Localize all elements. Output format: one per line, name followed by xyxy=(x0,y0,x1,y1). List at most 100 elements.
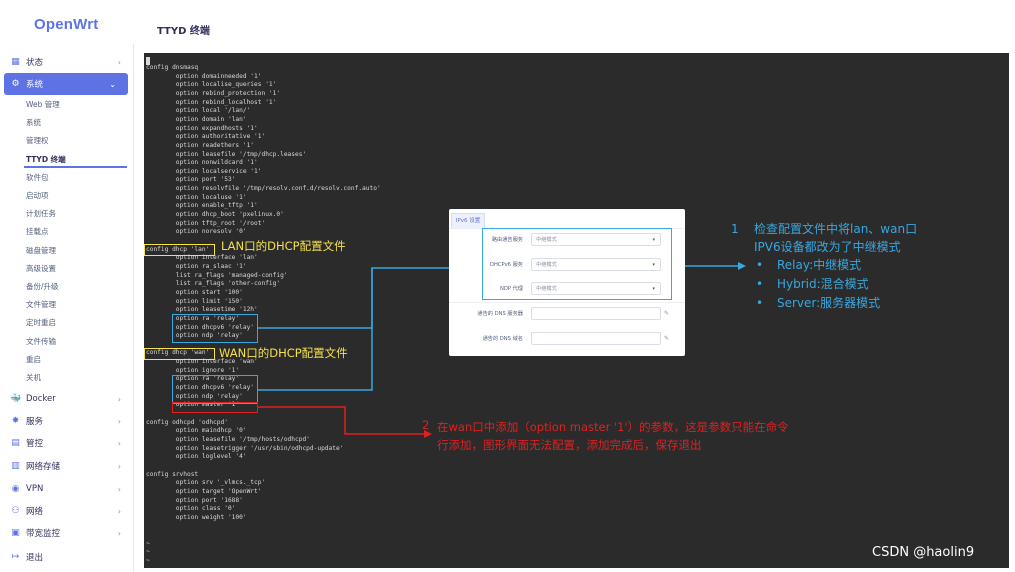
sidebar-subitem[interactable]: 磁盘管理 xyxy=(26,245,56,255)
sidebar-subitem[interactable]: 文件管理 xyxy=(26,300,56,310)
edit-icon[interactable]: ✎ xyxy=(663,310,670,317)
terminal-line: option loglevel '4' xyxy=(146,453,247,461)
sidebar-item-6[interactable]: ◉VPN› xyxy=(0,478,133,500)
sidebar-subitem[interactable]: 系统 xyxy=(26,118,41,128)
sidebar-item-3[interactable]: ✸ 服务 › xyxy=(0,410,133,432)
lan-config-highlight xyxy=(144,244,215,256)
brand-logo[interactable]: OpenWrt xyxy=(34,16,99,33)
terminal-line: list ra_flags 'other-config' xyxy=(146,280,281,288)
terminal-line: option limit '150' xyxy=(146,297,243,305)
sidebar-subitem[interactable]: 高级设置 xyxy=(26,263,56,273)
sidebar-subitem[interactable]: 备份/升级 xyxy=(26,282,59,291)
ndp-proxy-select[interactable]: 中继模式 ▾ xyxy=(531,282,661,295)
terminal-line: option ndp 'relay' xyxy=(146,332,243,340)
sidebar-item-8[interactable]: ▣带宽监控› xyxy=(0,522,133,544)
chevron-right-icon: › xyxy=(117,506,121,516)
terminal-line: list ra_flags 'managed-config' xyxy=(146,271,288,279)
sidebar-item-label: VPN xyxy=(26,484,44,494)
edit-icon[interactable]: ✎ xyxy=(663,335,670,342)
logout-icon: ↦ xyxy=(11,552,20,562)
dhcpv6-service-value: 中继模式 xyxy=(536,262,557,268)
terminal-line: option domain 'lan' xyxy=(146,115,247,123)
note2-line1: 在wan口中添加（option master '1'）的参数，这是参数只能在命令 xyxy=(437,420,789,434)
dashboard-icon: ▦ xyxy=(11,57,20,67)
tab-ipv6-settings[interactable]: IPv6 设置 xyxy=(451,213,485,229)
terminal-line: config dhcp 'lan' xyxy=(146,245,210,253)
ra-service-select[interactable]: 中继模式▾ xyxy=(531,233,661,246)
dns-server-input[interactable] xyxy=(531,307,661,320)
terminal-line: config srvhost xyxy=(146,470,199,478)
lan-config-label: LAN口的DHCP配置文件 xyxy=(221,239,346,253)
terminal-line: option enable_tftp '1' xyxy=(146,202,258,210)
terminal-line: option ra 'relay' xyxy=(146,314,240,322)
watermark: CSDN @haolin9 xyxy=(872,545,975,560)
terminal-line: option localservice '1' xyxy=(146,167,262,175)
sidebar-item-0[interactable]: ▦状态› xyxy=(0,51,133,73)
terminal-line: option dhcp_boot 'pxelinux.0' xyxy=(146,211,284,219)
sidebar-item-5[interactable]: ▥网络存储› xyxy=(0,455,133,477)
sidebar-subitem[interactable]: 挂载点 xyxy=(26,227,49,237)
chevron-down-icon: ▾ xyxy=(652,286,655,292)
ra-service-label: 路由通告服务 xyxy=(491,237,523,243)
sidebar-item-2[interactable]: 🐳Docker› xyxy=(0,388,133,410)
wan-relay-highlight xyxy=(172,375,258,404)
sidebar-subitem[interactable]: 软件包 xyxy=(26,172,49,182)
sidebar-item-label: 网络存储 xyxy=(26,462,61,472)
gear-icon: ⚙ xyxy=(11,79,20,89)
note1-bullet-dot: • xyxy=(756,296,764,310)
terminal-line: option weight '100' xyxy=(146,513,247,521)
sidebar-subitem[interactable]: 管理权 xyxy=(26,136,49,146)
terminal-line: option leasetrigger '/usr/sbin/odhcpd-up… xyxy=(146,444,344,452)
sidebar-item-7[interactable]: ⚇网络› xyxy=(0,500,133,522)
sidebar-subitem[interactable]: Web 管理 xyxy=(26,100,60,109)
chevron-down-icon: ▾ xyxy=(652,237,655,243)
sidebar-item-1[interactable]: ⚙系统⌄ xyxy=(4,73,128,95)
sidebar-subitem[interactable]: 启动项 xyxy=(26,191,49,200)
note1-number: 1 xyxy=(731,222,739,236)
services-icon: ✸ xyxy=(11,416,20,426)
note1-bullet: Server:服务器模式 xyxy=(777,296,881,310)
dhcpv6-service-select[interactable]: 中继模式▾ xyxy=(531,258,661,271)
terminal-line: config odhcpd 'odhcpd' xyxy=(146,418,228,426)
terminal-line: option ignore '1' xyxy=(146,366,240,374)
note1-line2: IPV6设备都改为了中继模式 xyxy=(754,240,901,254)
terminal-line: option start '100' xyxy=(146,288,243,296)
storage-icon: ▥ xyxy=(11,461,20,471)
note1-bullet-dot: • xyxy=(756,277,764,291)
chevron-right-icon: › xyxy=(117,528,121,538)
terminal-line: option ra_slaac '1' xyxy=(146,262,247,270)
dns-domain-input[interactable] xyxy=(531,332,661,345)
note1-bullet-dot: • xyxy=(756,258,764,272)
terminal-line: option resolvfile '/tmp/resolv.conf.d/re… xyxy=(146,185,381,193)
sidebar-subitem[interactable]: 定时重启 xyxy=(26,318,56,328)
terminal-line: option dhcpv6 'relay' xyxy=(146,323,255,331)
terminal-line: option authoritative '1' xyxy=(146,133,266,141)
terminal-line: option rebind_localhost '1' xyxy=(146,98,277,106)
chevron-right-icon: › xyxy=(117,416,121,426)
sidebar-subitem[interactable]: 计划任务 xyxy=(26,209,56,219)
terminal-line: option maindhcp '0' xyxy=(146,427,247,435)
chevron-right-icon: › xyxy=(117,438,121,448)
sidebar-item-9[interactable]: ↦ 退出 xyxy=(0,546,133,568)
sidebar-item-4[interactable]: ▤管控› xyxy=(0,432,133,454)
ndp-proxy-value: 中继模式 xyxy=(536,286,557,292)
terminal-line: option ndp 'relay' xyxy=(146,392,243,400)
sidebar-subitem[interactable]: 文件传输 xyxy=(26,336,56,346)
sidebar-item-label: 退出 xyxy=(26,553,44,563)
note1-bullet: Relay:中继模式 xyxy=(777,258,862,272)
sidebar-subitem[interactable]: TTYD 终端 xyxy=(26,154,66,164)
terminal-line: option localise_queries '1' xyxy=(146,81,277,89)
master-option-highlight xyxy=(172,402,258,413)
terminal-line: option port '53' xyxy=(146,176,236,184)
terminal-line: ~ xyxy=(146,557,150,565)
terminal-line: ~ xyxy=(146,539,150,547)
terminal-line: option localuse '1' xyxy=(146,193,247,201)
wan-config-label: WAN口的DHCP配置文件 xyxy=(219,346,348,360)
sidebar-item-label: 带宽监控 xyxy=(26,529,61,539)
sidebar-subitem[interactable]: 关机 xyxy=(26,373,41,382)
terminal-line: option noresolv '0' xyxy=(146,228,247,236)
sidebar-subitem[interactable]: 重启 xyxy=(26,354,41,364)
sidebar-item-label: 服务 xyxy=(26,417,44,427)
chevron-right-icon: › xyxy=(117,484,121,494)
chevron-right-icon: › xyxy=(117,57,121,67)
